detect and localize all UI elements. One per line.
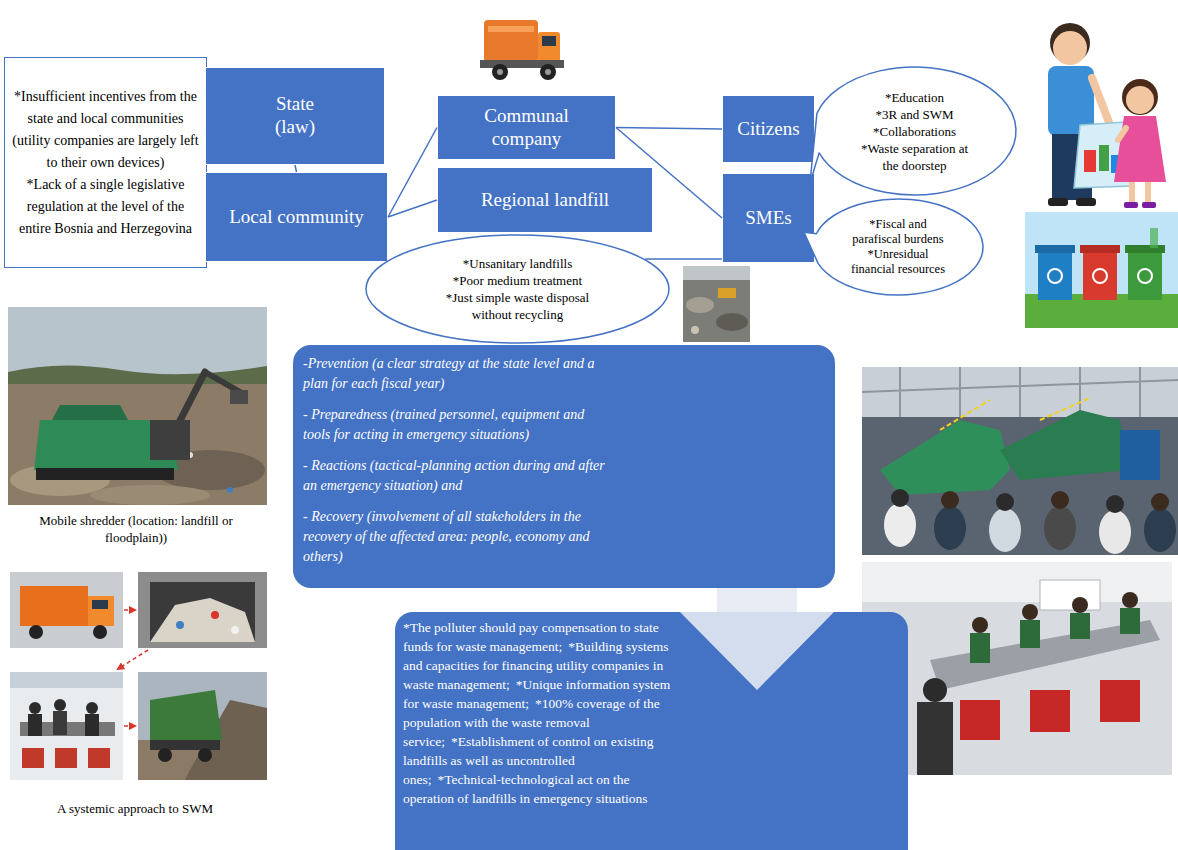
connector-line xyxy=(388,128,437,218)
problem-ellipse: *Unsanitary landfills*Poor medium treatm… xyxy=(365,234,670,344)
ellipse-text: *Just simple waste disposal without recy… xyxy=(435,289,600,323)
recycling-bins-picture xyxy=(1025,212,1178,328)
sorting-line-photo xyxy=(862,562,1172,775)
box-label: State (law) xyxy=(260,93,330,139)
connector-line xyxy=(616,128,722,130)
mobile-shredder-photo xyxy=(8,307,267,505)
strategy-text: -Prevention (a clear strategy at the sta… xyxy=(303,354,608,394)
picture-caption: Mobile shredder (location: landfill or f… xyxy=(11,512,261,546)
measure-text: *Technical-technological act on the oper… xyxy=(403,772,648,806)
recycling-plant-photo xyxy=(862,367,1178,555)
connector-line xyxy=(616,128,722,219)
speech-bubble: *Fiscal and parafiscal burdens*Unresidua… xyxy=(812,198,984,296)
strategy-text: - Reactions (tactical-planning action du… xyxy=(303,456,608,496)
process-box: Citizens xyxy=(722,95,815,163)
note-text: *Lack of a single legislative regulation… xyxy=(11,174,200,240)
process-box: Local community xyxy=(205,172,388,262)
truck-photo xyxy=(10,572,123,648)
process-box: SMEs xyxy=(722,173,815,263)
block-arrow xyxy=(680,588,834,690)
caption-box: A systemic approach to SWM xyxy=(15,800,255,817)
note-box: *Insufficient incentives from the state … xyxy=(4,57,207,268)
connector-line xyxy=(645,258,722,260)
caption-box: Mobile shredder (location: landfill or f… xyxy=(11,512,261,546)
box-label: Citizens xyxy=(737,118,799,141)
connector-line xyxy=(388,200,437,217)
box-label: Local community xyxy=(229,206,364,229)
citizens-picture xyxy=(1048,23,1166,208)
strategy-panel: -Prevention (a clear strategy at the sta… xyxy=(293,345,835,588)
process-arrows xyxy=(118,610,148,726)
bubble-text: *Waste separation at the doorstep xyxy=(852,140,977,174)
garbage-truck-picture xyxy=(480,20,564,80)
bubble-text: *3R and SWM xyxy=(876,106,954,123)
bubble-text: *Unresidual financial resources xyxy=(851,247,946,277)
box-label: Regional landfill xyxy=(481,189,609,212)
process-box: Communal company xyxy=(437,95,616,160)
process-box: Regional landfill xyxy=(437,167,653,233)
process-box: State (law) xyxy=(205,67,385,165)
ellipse-text: *Poor medium treatment xyxy=(453,272,582,289)
sorting-room-photo xyxy=(10,672,123,780)
ellipse-text: *Unsanitary landfills xyxy=(463,255,572,272)
picture-caption: A systemic approach to SWM xyxy=(15,800,255,817)
dumping-photo xyxy=(138,672,267,780)
strategy-text: - Preparedness (trained personnel, equip… xyxy=(303,405,608,445)
box-label: Communal company xyxy=(459,105,594,151)
connector-line xyxy=(295,165,297,172)
bubble-text: *Education xyxy=(885,89,944,106)
ellipse-outline xyxy=(365,234,670,344)
landfill-photo xyxy=(683,266,750,342)
strategy-text: - Recovery (involvement of all stakehold… xyxy=(303,507,608,567)
box-label: SMEs xyxy=(745,207,791,230)
note-text: *Insufficient incentives from the state … xyxy=(11,86,200,174)
waste-hall-photo xyxy=(138,572,267,648)
bubble-text: *Fiscal and parafiscal burdens xyxy=(851,217,946,247)
measures-panel: *The polluter should pay compensation to… xyxy=(395,612,908,850)
speech-bubble: *Education*3R and SWM*Collaborations*Was… xyxy=(812,66,1017,196)
bubble-text: *Collaborations xyxy=(873,123,956,140)
